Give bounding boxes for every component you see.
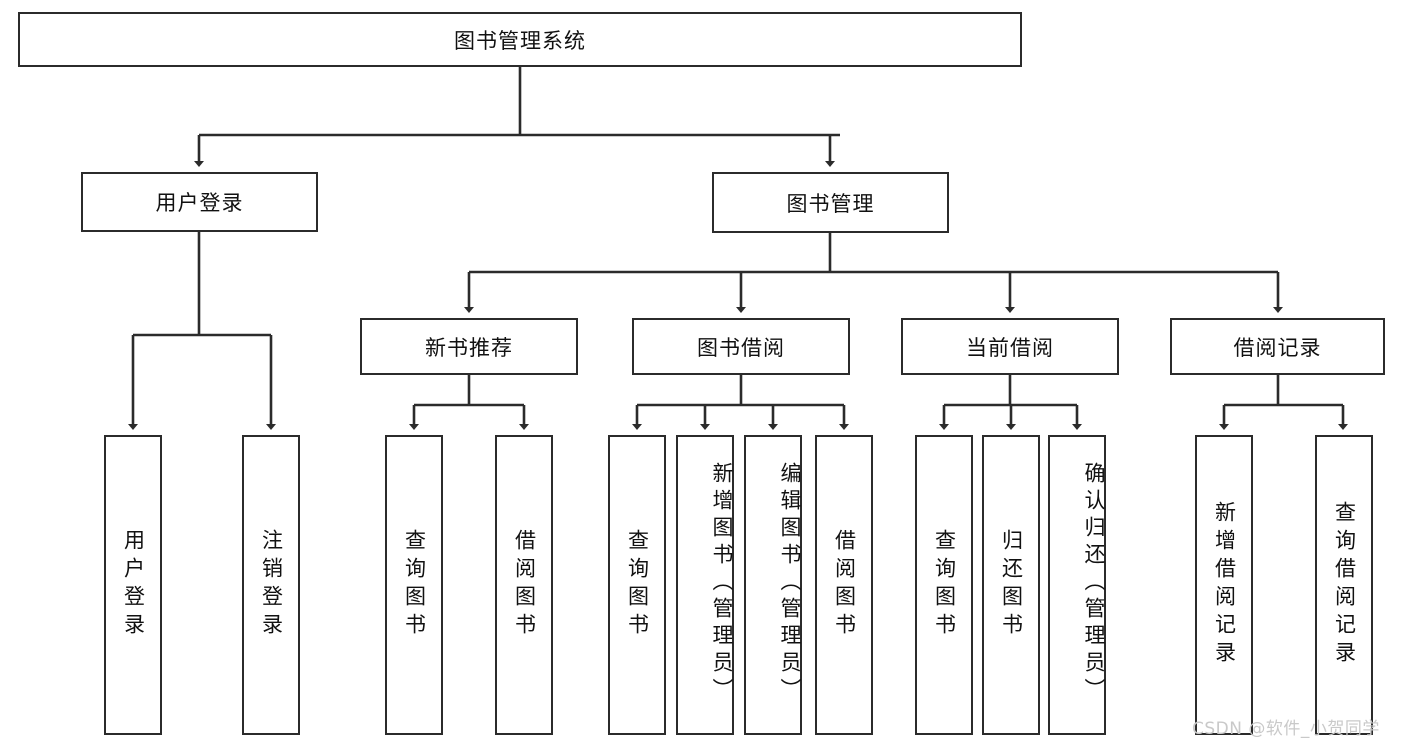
- node-book-management[interactable]: 图书管理: [712, 172, 949, 233]
- node-borrow-record[interactable]: 借阅记录: [1170, 318, 1385, 375]
- leaf-user-login-login[interactable]: 用户登录: [104, 435, 162, 735]
- node-book-borrow[interactable]: 图书借阅: [632, 318, 850, 375]
- leaf-new-book-borrow[interactable]: 借阅图书: [495, 435, 553, 735]
- leaf-borrow-book-edit[interactable]: 编辑图书（管理员）: [744, 435, 802, 735]
- leaf-borrow-record-add[interactable]: 新增借阅记录: [1195, 435, 1253, 735]
- leaf-borrow-book-add[interactable]: 新增图书（管理员）: [676, 435, 734, 735]
- leaf-current-borrow-confirm-return[interactable]: 确认归还（管理员）: [1048, 435, 1106, 735]
- node-current-borrow[interactable]: 当前借阅: [901, 318, 1119, 375]
- node-root[interactable]: 图书管理系统: [18, 12, 1022, 67]
- leaf-borrow-book-query[interactable]: 查询图书: [608, 435, 666, 735]
- leaf-new-book-query[interactable]: 查询图书: [385, 435, 443, 735]
- leaf-user-login-logout[interactable]: 注销登录: [242, 435, 300, 735]
- watermark: CSDN @软件_小贺同学: [1192, 719, 1380, 739]
- leaf-current-borrow-return[interactable]: 归还图书: [982, 435, 1040, 735]
- node-new-book-recommend[interactable]: 新书推荐: [360, 318, 578, 375]
- node-user-login[interactable]: 用户登录: [81, 172, 318, 232]
- leaf-current-borrow-query[interactable]: 查询图书: [915, 435, 973, 735]
- leaf-borrow-record-query[interactable]: 查询借阅记录: [1315, 435, 1373, 735]
- leaf-borrow-book-borrow[interactable]: 借阅图书: [815, 435, 873, 735]
